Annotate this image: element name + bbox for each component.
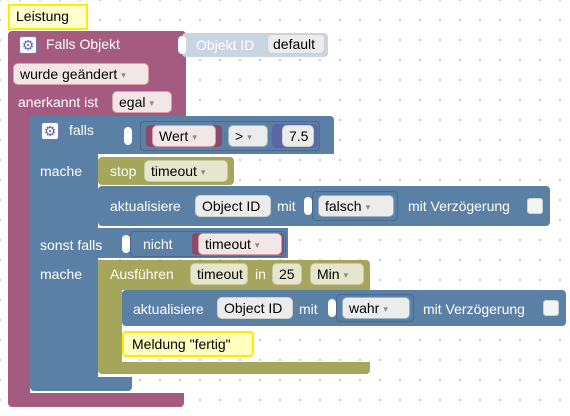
delay-label: mit Verzögerung (408, 198, 510, 214)
ack-dropdown[interactable]: egal▾ (112, 91, 172, 113)
not-label: nicht (143, 236, 173, 252)
dropdown-caret-icon: ▾ (200, 167, 206, 177)
run-timer-bottom (98, 362, 370, 374)
compare-right-value: 7.5 (289, 128, 309, 144)
update-with-label: mit (277, 198, 296, 214)
input-notch (328, 299, 336, 317)
dropdown-caret-icon: ▾ (149, 98, 154, 108)
input-notch (304, 197, 312, 215)
dropdown-caret-icon: ▾ (121, 70, 126, 80)
run-amount-field[interactable]: 25 (272, 263, 302, 285)
change-mode-value: wurde geändert (20, 66, 118, 82)
run-unit-dropdown[interactable]: Min▾ (310, 263, 364, 285)
compare-left-dropdown[interactable]: Wert▾ (152, 125, 216, 147)
dropdown-caret-icon: ▾ (254, 240, 260, 250)
inner-delay-checkbox[interactable] (543, 300, 559, 316)
else-if-label: sonst falls (40, 237, 103, 253)
compare-right-field[interactable]: 7.5 (282, 125, 314, 147)
message-block[interactable] (122, 331, 254, 357)
run-label: Ausführen (110, 266, 174, 282)
not-value-dropdown[interactable]: timeout▾ (198, 233, 282, 255)
run-timer-field[interactable]: timeout (190, 263, 248, 285)
operator-value: > (235, 128, 244, 144)
change-mode-dropdown[interactable]: wurde geändert▾ (13, 63, 149, 85)
dropdown-caret-icon: ▾ (343, 270, 349, 280)
dropdown-caret-icon: ▾ (247, 132, 252, 142)
dropdown-caret-icon: ▾ (192, 132, 197, 142)
inner-update-value-dropdown[interactable]: wahr▾ (342, 297, 410, 319)
if-block-bottom (30, 377, 132, 391)
trigger-block-bottom (8, 393, 184, 407)
run-unit-value: Min (317, 266, 340, 282)
gear-icon[interactable]: ⚙ (41, 122, 59, 140)
inner-update-with-label: mit (299, 301, 318, 317)
inner-update-label: aktualisiere (133, 301, 204, 317)
not-value-value: timeout (205, 236, 251, 252)
dropdown-caret-icon: ▾ (365, 202, 371, 212)
stop-timer-dropdown[interactable]: timeout▾ (144, 160, 228, 182)
comment-text: Leistung (16, 8, 69, 24)
run-amount-value: 25 (279, 266, 295, 282)
object-id-field[interactable]: default (267, 34, 325, 54)
ack-value: egal (119, 94, 146, 110)
inner-update-object-field[interactable]: Object ID (217, 297, 293, 319)
trigger-title: Falls Objekt (46, 36, 120, 52)
comment-block[interactable]: Leistung (8, 4, 88, 30)
update-object-field[interactable]: Object ID (195, 195, 271, 217)
input-notch (178, 36, 186, 54)
inner-update-value-value: wahr (349, 300, 380, 316)
compare-left-value: Wert (159, 128, 189, 144)
operator-dropdown[interactable]: >▾ (228, 125, 268, 147)
delay-checkbox[interactable] (527, 198, 543, 214)
inner-update-object-value: Object ID (224, 300, 283, 316)
input-notch (122, 235, 130, 253)
object-id-value: default (273, 36, 316, 52)
inner-delay-label: mit Verzögerung (423, 301, 525, 317)
update-value-value: falsch (325, 198, 362, 214)
input-notch (124, 127, 132, 145)
update-label: aktualisiere (110, 198, 181, 214)
object-id-label: Objekt ID (196, 37, 255, 53)
if-label: falls (69, 122, 94, 138)
dropdown-caret-icon: ▾ (383, 304, 388, 314)
stop-label: stop (110, 163, 137, 179)
update-object-value: Object ID (202, 198, 261, 214)
gear-icon[interactable]: ⚙ (19, 36, 37, 54)
do-label: mache (40, 163, 83, 179)
stop-timer-value: timeout (151, 163, 197, 179)
trigger-block-body (8, 110, 30, 402)
do2-label: mache (40, 266, 83, 282)
update-value-dropdown[interactable]: falsch▾ (318, 195, 394, 217)
ack-label: anerkannt ist (18, 94, 99, 110)
message-text: Meldung "fertig" (132, 336, 231, 352)
in-label: in (255, 266, 266, 282)
run-timer-value: timeout (197, 266, 243, 282)
run-timer-spine (98, 260, 122, 372)
